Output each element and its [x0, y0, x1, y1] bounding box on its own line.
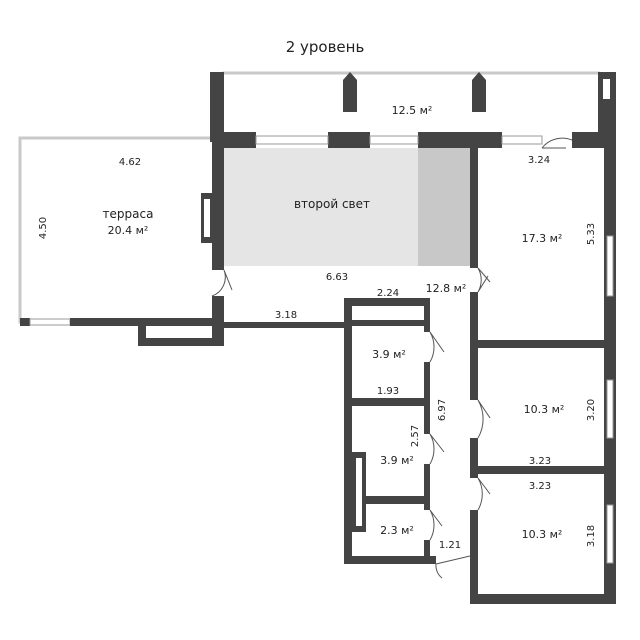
- doors: [211, 137, 573, 579]
- dim-closet-mid-height: 2.57: [410, 425, 421, 447]
- walls: [20, 72, 616, 604]
- balcony-outline: [222, 71, 616, 134]
- room-right-mid-area: 10.3 м²: [524, 403, 565, 416]
- second-light-name: второй свет: [294, 197, 370, 211]
- dim-corridor-length: 6.97: [437, 399, 448, 421]
- dim-hall-width: 6.63: [326, 272, 348, 283]
- dim-balcony-corner: 3.24: [528, 155, 550, 166]
- dim-door-gap: 1.21: [439, 540, 461, 551]
- dim-right-mid-height: 3.20: [586, 399, 597, 421]
- closet-top-area: 3.9 м²: [372, 348, 406, 361]
- closet-bottom-area: 2.3 м²: [380, 524, 414, 537]
- closet-mid-area: 3.9 м²: [380, 454, 414, 467]
- dim-closet-top-lower: 1.93: [377, 386, 399, 397]
- dim-right-bottom-height: 3.18: [586, 525, 597, 547]
- room-right-top-area: 17.3 м²: [522, 232, 563, 245]
- balcony-area: 12.5 м²: [392, 104, 433, 117]
- second-light-shade: [418, 148, 473, 266]
- dim-right-top-height: 5.33: [586, 223, 597, 245]
- dim-terrace-height: 4.50: [38, 217, 49, 239]
- room-right-bottom-area: 10.3 м²: [522, 528, 563, 541]
- dim-right-bottom-width: 3.23: [529, 481, 551, 492]
- terrace-name: терраса: [103, 207, 154, 221]
- hall-area: 12.8 м²: [426, 282, 467, 295]
- dim-hall-lower: 3.18: [275, 310, 297, 321]
- dim-terrace-width: 4.62: [119, 157, 141, 168]
- terrace-area: 20.4 м²: [108, 224, 149, 237]
- dim-right-mid-width: 3.23: [529, 456, 551, 467]
- dim-closet-top-width: 2.24: [377, 288, 399, 299]
- floor-title: 2 уровень: [286, 38, 365, 56]
